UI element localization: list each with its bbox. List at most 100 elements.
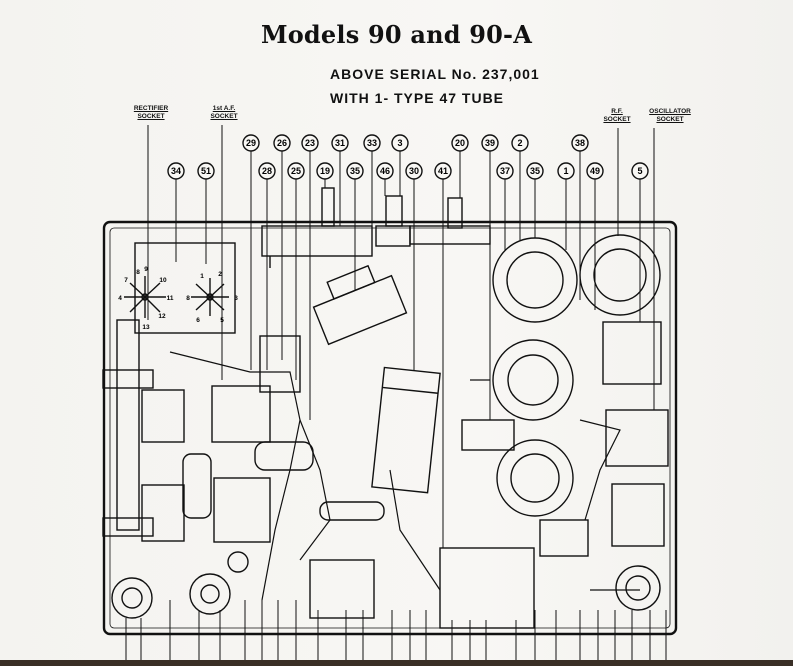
bottom-edge — [0, 660, 793, 666]
tube-rf-2 — [579, 234, 661, 316]
volume-shaft — [321, 187, 335, 227]
callout-second-number: 19 — [320, 166, 330, 176]
shield-can — [461, 419, 515, 451]
rectifier-socket-label-line1: RECTIFIER — [133, 105, 169, 112]
callout-second-13: 49 — [586, 162, 604, 180]
tuning-coupler — [375, 225, 411, 247]
electrolytic-capacitor — [182, 453, 212, 519]
socket-lower-right — [611, 483, 665, 547]
callout-second-6: 35 — [346, 162, 364, 180]
condenser-block — [371, 366, 441, 494]
page-title: Models 90 and 90-A — [260, 20, 533, 49]
pin-left-5: 4 — [118, 295, 122, 302]
divider-bracket-top — [102, 369, 154, 389]
callout-top-number: 38 — [575, 138, 585, 148]
callout-top-number: 23 — [305, 138, 315, 148]
callout-second-3: 28 — [258, 162, 276, 180]
callout-second-number: 35 — [350, 166, 360, 176]
voltage-divider — [116, 319, 140, 531]
pin-right-5: 6 — [196, 317, 200, 324]
callout-second-14: 5 — [631, 162, 649, 180]
oscillator-socket-label: OSCILLATOR SOCKET — [642, 108, 698, 124]
callout-second-8: 30 — [405, 162, 423, 180]
callout-second-number: 35 — [530, 166, 540, 176]
coil-left — [259, 335, 301, 393]
callout-second-2: 51 — [197, 162, 215, 180]
tube-det — [492, 339, 574, 421]
callout-top-10: 38 — [571, 134, 589, 152]
pin-right-6: 5 — [220, 317, 224, 324]
first-af-socket-label-line1: 1st A.F. — [212, 105, 236, 112]
coil-block — [539, 519, 589, 557]
resistor-horizontal — [254, 441, 314, 471]
callout-top-2: 26 — [273, 134, 291, 152]
callout-top-3: 23 — [301, 134, 319, 152]
callout-second-number: 41 — [438, 166, 448, 176]
terminal-bottom-left — [111, 577, 153, 619]
pin-left-8: 12 — [158, 313, 166, 320]
callout-top-number: 39 — [485, 138, 495, 148]
callout-top-number: 26 — [277, 138, 287, 148]
socket-lower-mid — [213, 477, 271, 543]
oscillator-socket-label-line1: OSCILLATOR — [649, 108, 691, 115]
pin-left-1: 7 — [124, 277, 128, 284]
pin-right-1: 1 — [200, 273, 204, 280]
oscillator-socket-shape — [605, 409, 669, 467]
callout-top-9: 2 — [511, 134, 529, 152]
rectifier-socket-label-line2: SOCKET — [137, 113, 165, 120]
dial-shaft — [447, 197, 463, 229]
callout-second-12: 1 — [557, 162, 575, 180]
callout-second-number: 30 — [409, 166, 419, 176]
wiring — [169, 351, 640, 601]
subtitle-tube: WITH 1- TYPE 47 TUBE — [330, 90, 505, 106]
first-af-socket-label-line2: SOCKET — [210, 113, 238, 120]
chassis-outline — [102, 220, 678, 636]
callout-second-number: 25 — [291, 166, 301, 176]
first-af-socket-label: 1st A.F. SOCKET — [204, 105, 244, 121]
switch-wafer-right — [191, 278, 229, 316]
callout-top-number: 31 — [335, 138, 345, 148]
callout-top-7: 20 — [451, 134, 469, 152]
oscillator-socket-label-line2: SOCKET — [656, 116, 684, 123]
callout-second-number: 28 — [262, 166, 272, 176]
pin-right-4: 3 — [234, 295, 238, 302]
callout-top-number: 3 — [397, 138, 402, 148]
callout-top-8: 39 — [481, 134, 499, 152]
pin-left-6: 11 — [167, 295, 174, 302]
callout-top-number: 29 — [246, 138, 256, 148]
callout-top-6: 3 — [391, 134, 409, 152]
callout-second-1: 34 — [167, 162, 185, 180]
tube-rf-1 — [492, 237, 578, 323]
volume-control-bar — [261, 225, 373, 257]
callout-second-7: 46 — [376, 162, 394, 180]
power-transformer-block — [439, 547, 535, 629]
pin-left-2: 8 — [136, 269, 140, 276]
subtitle-serial: ABOVE SERIAL No. 237,001 — [330, 66, 540, 82]
callout-second-number: 1 — [563, 166, 568, 176]
pin-left-3: 9 — [144, 266, 148, 273]
pin-right-3: 8 — [186, 295, 190, 302]
resistor-lower — [319, 501, 385, 521]
speaker-plug — [615, 565, 661, 611]
af-socket-shape — [211, 385, 271, 443]
callout-second-number: 37 — [500, 166, 510, 176]
leader-lines — [147, 125, 655, 548]
callout-second-4: 25 — [287, 162, 305, 180]
rectifier-socket-shape — [141, 389, 185, 443]
terminal-bottom-mid — [189, 573, 231, 615]
small-knob — [227, 551, 249, 573]
callout-top-number: 33 — [367, 138, 377, 148]
bottom-leader-lines — [125, 600, 667, 666]
callout-top-number: 2 — [517, 138, 522, 148]
callout-top-number: 20 — [455, 138, 465, 148]
callout-top-4: 31 — [331, 134, 349, 152]
callout-top-5: 33 — [363, 134, 381, 152]
callout-second-5: 19 — [316, 162, 334, 180]
callout-second-number: 5 — [637, 166, 642, 176]
tube-af — [496, 439, 574, 517]
